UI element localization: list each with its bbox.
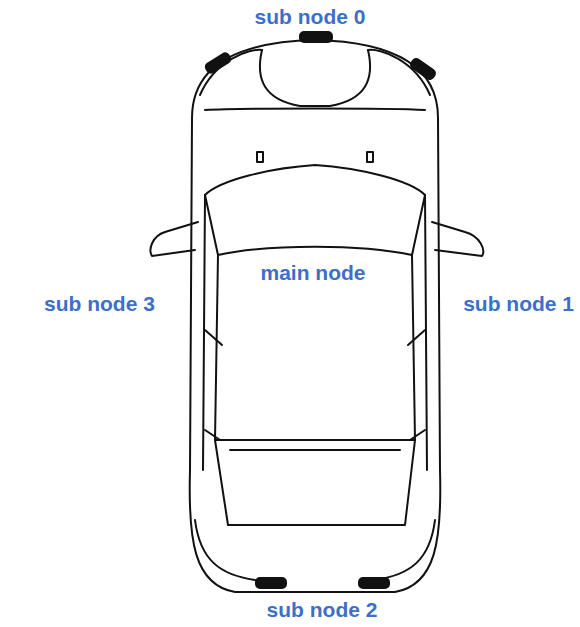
node-label: sub node 2 bbox=[267, 598, 378, 621]
node-label: main node bbox=[260, 261, 365, 284]
node-label: sub node 0 bbox=[255, 5, 366, 28]
node-label: sub node 1 bbox=[463, 292, 574, 315]
node-label: sub node 3 bbox=[44, 292, 155, 315]
